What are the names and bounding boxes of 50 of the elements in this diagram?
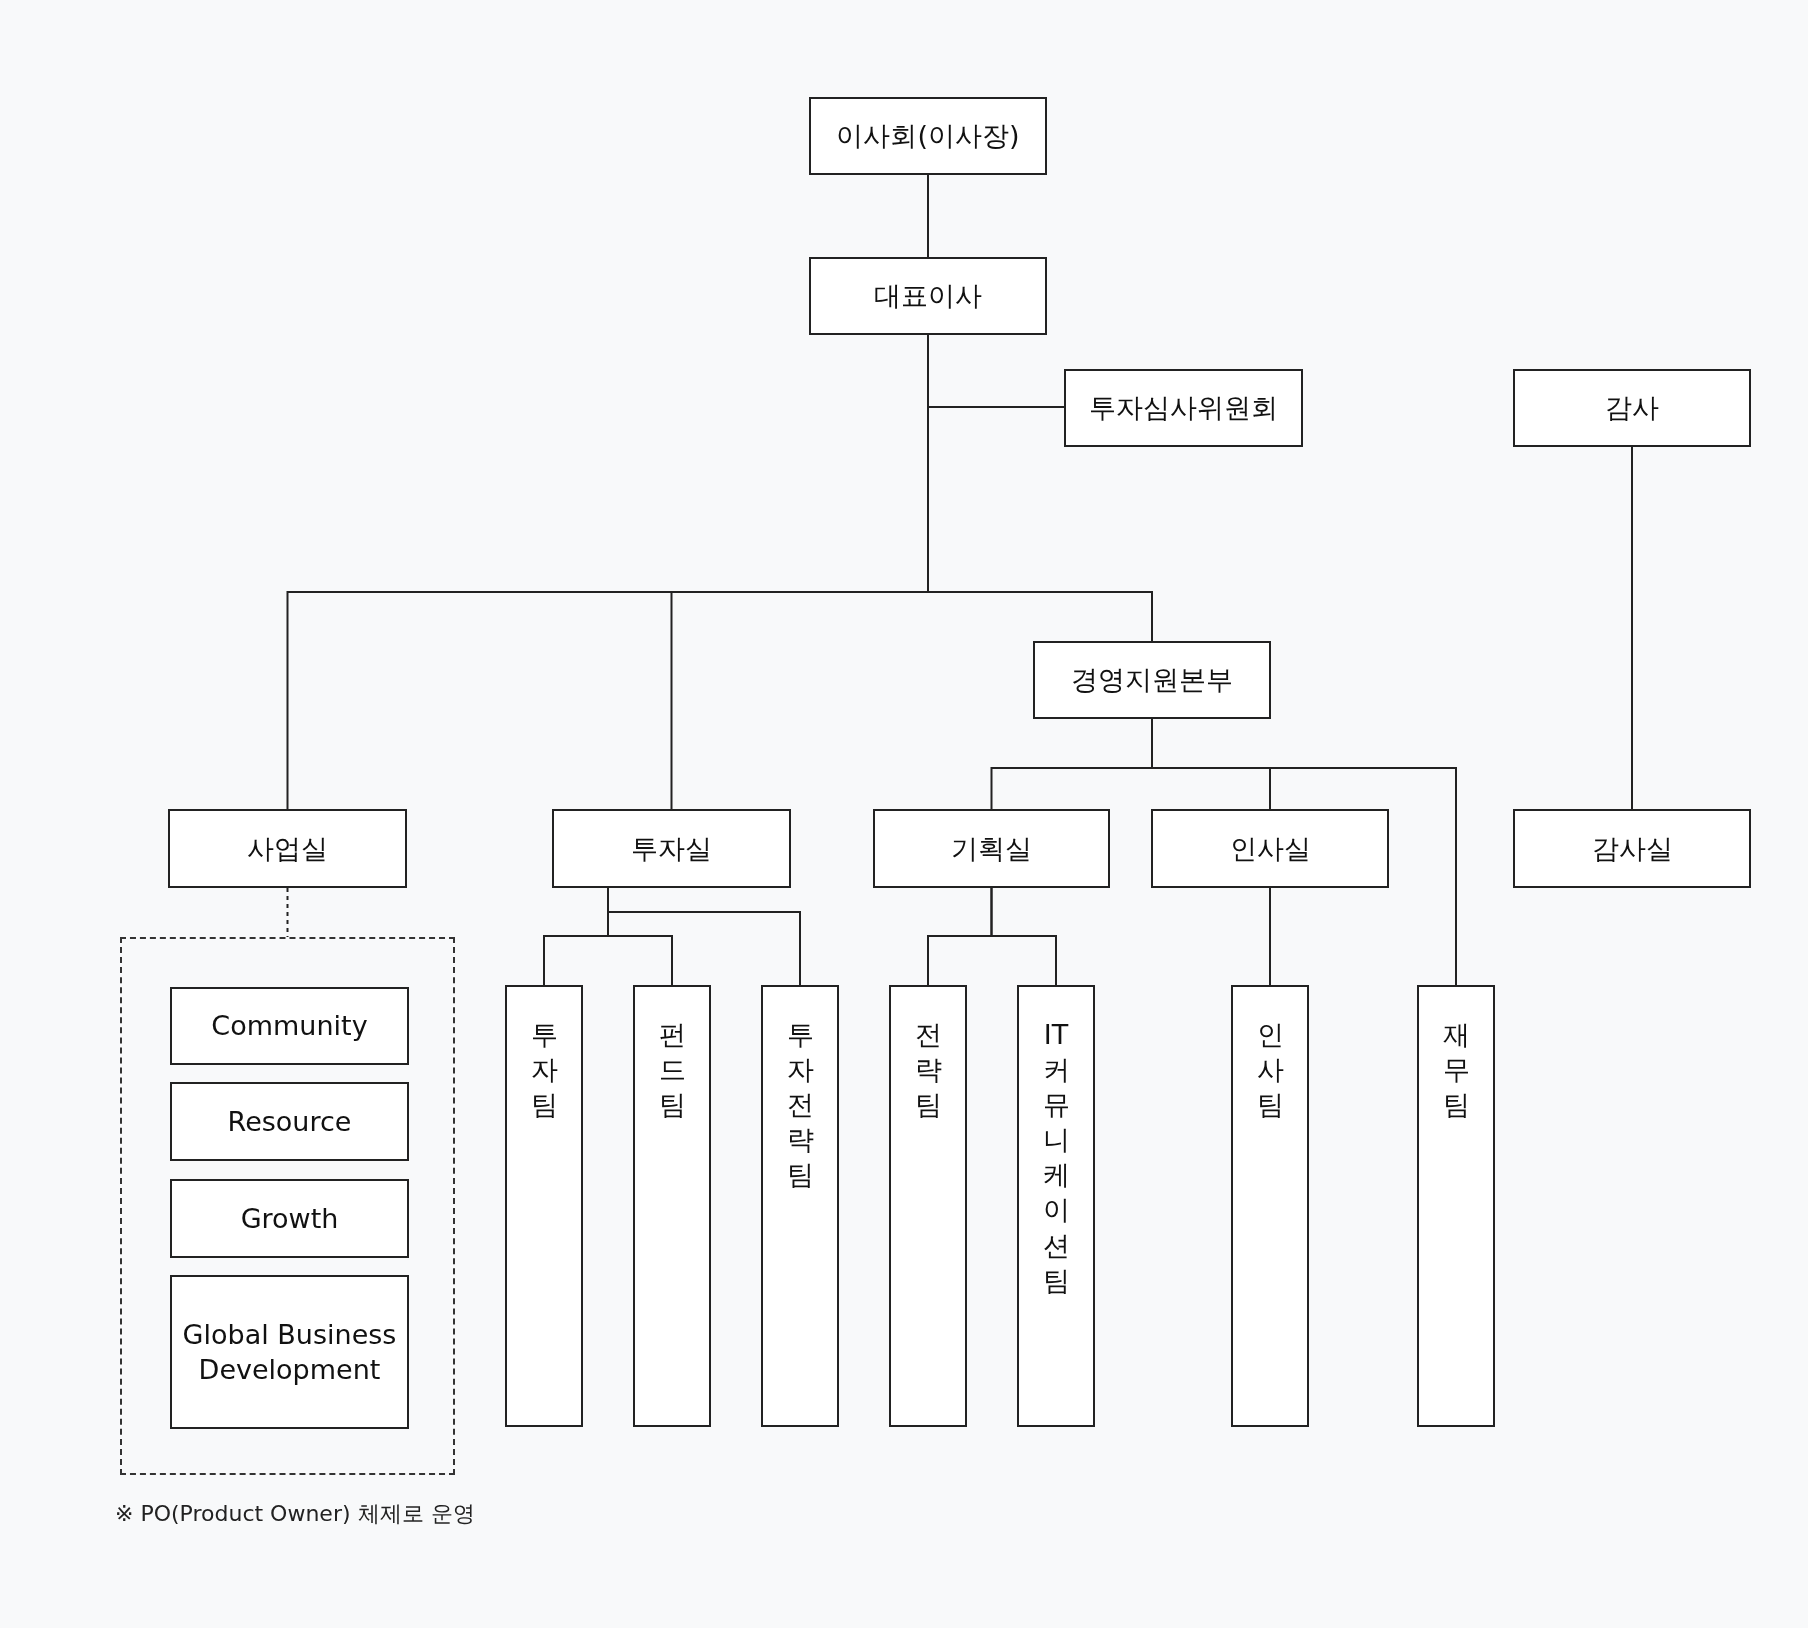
box-label: 대표이사: [873, 279, 983, 314]
department-box: [552, 809, 791, 888]
box-label: Resource: [226, 1104, 353, 1139]
team-box: [761, 985, 839, 1427]
box-label: 경영지원본부: [1070, 663, 1234, 698]
department-box: [168, 809, 407, 888]
connector-line: [990, 887, 1057, 986]
footnote: ※ PO(Product Owner) 체제로 운영: [115, 1500, 475, 1528]
team-box: [1017, 985, 1095, 1427]
team-box: [505, 985, 583, 1427]
dashed-group-box: [120, 937, 455, 1475]
department-box: [1033, 641, 1271, 719]
team-box: [1231, 985, 1309, 1427]
team-box: [1417, 985, 1495, 1427]
department-box: [170, 987, 409, 1065]
box-label: Global Business Development: [181, 1317, 398, 1387]
box-label: 전략팀: [913, 1018, 943, 1123]
department-box: [809, 97, 1047, 175]
box-label: 기획실: [950, 831, 1033, 866]
box-label: 투자전략팀: [785, 1018, 815, 1193]
box-label: 감사실: [1590, 831, 1674, 866]
team-box: [633, 985, 711, 1427]
box-label: Growth: [239, 1201, 340, 1236]
box-label: 투자실: [630, 831, 713, 866]
department-box: [1513, 369, 1751, 447]
box-label: 이사회(이사장): [835, 119, 1021, 154]
box-label: 감사: [1604, 391, 1660, 426]
connector-line: [1631, 446, 1633, 810]
department-box: [873, 809, 1110, 888]
department-box: [1064, 369, 1303, 447]
box-label: 사업실: [246, 831, 329, 866]
department-box: [1513, 809, 1751, 888]
connector-line: [286, 887, 289, 938]
department-box: [170, 1179, 409, 1258]
department-box: [1151, 809, 1389, 888]
box-label: Community: [210, 1009, 369, 1044]
box-label: 투자심사위원회: [1088, 391, 1279, 426]
connector-line: [1269, 887, 1271, 986]
box-label: IT커뮤니케이션팀: [1041, 1018, 1071, 1298]
box-label: 인사팀: [1255, 1018, 1285, 1123]
department-box: [170, 1082, 409, 1161]
box-label: 펀드팀: [657, 1018, 687, 1123]
department-box: [809, 257, 1047, 335]
connector-line: [927, 174, 929, 258]
box-label: 투자팀: [529, 1018, 559, 1123]
box-label: 재무팀: [1441, 1018, 1471, 1123]
box-label: 인사실: [1228, 831, 1312, 866]
connector-line: [607, 887, 801, 986]
department-box: [170, 1275, 409, 1429]
team-box: [889, 985, 967, 1427]
